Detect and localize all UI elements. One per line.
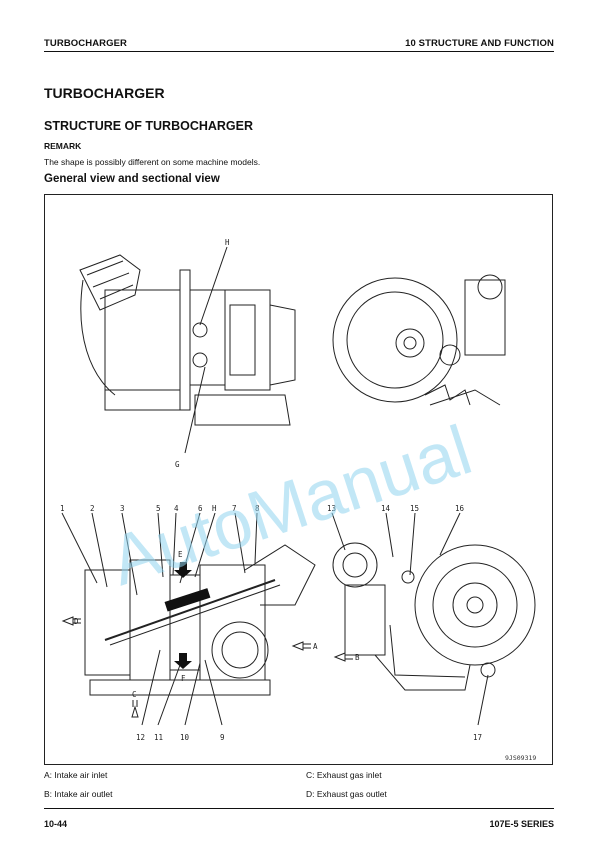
section-view-right-drawing bbox=[332, 542, 536, 691]
page-title: TURBOCHARGER bbox=[44, 85, 165, 101]
callout-17: 17 bbox=[473, 733, 482, 742]
flow-label-c: C bbox=[132, 690, 137, 699]
callout-1: 1 bbox=[60, 504, 65, 513]
callout-top-h: H bbox=[225, 238, 230, 247]
callout-4: 4 bbox=[174, 504, 179, 513]
flow-label-d: D bbox=[74, 617, 79, 626]
callout-14: 14 bbox=[381, 504, 391, 513]
callout-16: 16 bbox=[455, 504, 465, 513]
flow-label-a: A bbox=[313, 642, 318, 651]
callout-top-g: G bbox=[175, 460, 180, 469]
header-chapter-title: 10 STRUCTURE AND FUNCTION bbox=[405, 38, 554, 49]
page-subtitle: STRUCTURE OF TURBOCHARGER bbox=[44, 119, 254, 133]
callout-12: 12 bbox=[136, 733, 145, 742]
callout-h-section: H bbox=[212, 504, 217, 513]
turbocharger-figure: H G 1 2 3 5 4 6 H 7 8 12 11 10 9 13 14 1… bbox=[44, 194, 553, 765]
callout-6: 6 bbox=[198, 504, 203, 513]
legend-exhaust-gas-inlet: C: Exhaust gas inlet bbox=[306, 770, 382, 780]
callout-7: 7 bbox=[232, 504, 237, 513]
callout-13: 13 bbox=[327, 504, 336, 513]
remark-text: The shape is possibly different on some … bbox=[44, 157, 261, 167]
callout-3: 3 bbox=[120, 504, 125, 513]
callout-2: 2 bbox=[90, 504, 95, 513]
figure-heading: General view and sectional view bbox=[44, 173, 220, 185]
callout-11: 11 bbox=[154, 733, 163, 742]
callout-15: 15 bbox=[410, 504, 419, 513]
header-rule bbox=[44, 51, 554, 52]
callout-5: 5 bbox=[156, 504, 161, 513]
flow-label-b: B bbox=[355, 653, 360, 662]
legend-intake-air-inlet: A: Intake air inlet bbox=[44, 770, 108, 780]
footer-rule bbox=[44, 808, 554, 809]
page-number: 10-44 bbox=[44, 819, 68, 829]
turbocharger-drawing: H G 1 2 3 5 4 6 H 7 8 12 11 10 9 13 14 1… bbox=[60, 238, 536, 762]
section-view-left-drawing bbox=[84, 544, 316, 696]
callout-9: 9 bbox=[220, 733, 225, 742]
callout-10: 10 bbox=[180, 733, 190, 742]
flow-label-f: F bbox=[181, 674, 186, 683]
callout-8: 8 bbox=[255, 504, 260, 513]
legend-intake-air-outlet: B: Intake air outlet bbox=[44, 789, 113, 799]
drawing-code: 9JS09319 bbox=[505, 754, 536, 762]
remark-label: REMARK bbox=[44, 141, 82, 151]
series-name: 107E-5 SERIES bbox=[489, 819, 554, 829]
flow-label-e: E bbox=[178, 550, 183, 559]
header-section-title: TURBOCHARGER bbox=[44, 38, 128, 49]
side-view-drawing bbox=[79, 254, 296, 426]
legend-exhaust-gas-outlet: D: Exhaust gas outlet bbox=[306, 789, 387, 799]
front-view-drawing bbox=[332, 274, 506, 406]
